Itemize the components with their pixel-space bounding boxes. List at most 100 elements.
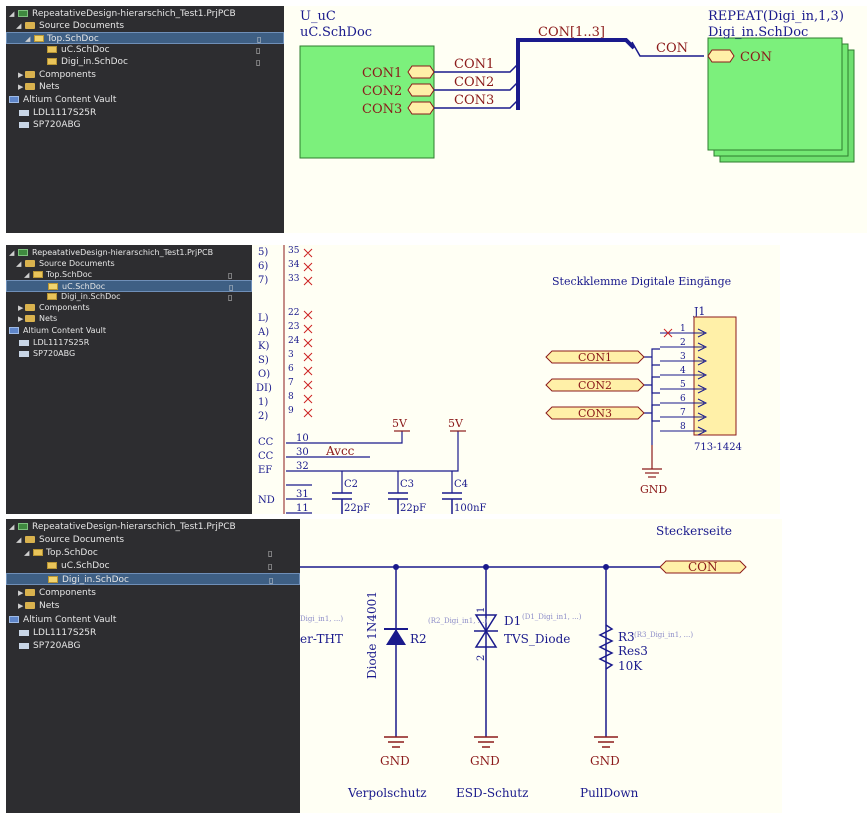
schematic-doc-icon [48, 283, 58, 290]
ground-symbol[interactable] [384, 736, 408, 748]
resistor-r3[interactable] [598, 624, 614, 670]
connector-pin-arrow [697, 356, 708, 366]
digi-sheet-drawing: Steckerseite CON Digi_in1, ...) er-THT [300, 524, 747, 800]
tree-item-vault[interactable]: Altium Content Vault [6, 325, 252, 337]
power-port[interactable]: 5V [392, 417, 410, 432]
tvs-diode-d1[interactable] [474, 614, 498, 648]
schematic-canvas-bottom[interactable]: Steckerseite CON Digi_in1, ...) er-THT [300, 519, 782, 813]
capacitor-labels: C2 C3 C4 22pF 22pF 100nF [344, 479, 487, 514]
capacitor[interactable] [388, 492, 408, 514]
tree-item-source-documents[interactable]: ◢ Source Documents [16, 535, 125, 545]
tree-item-components[interactable]: ▶ Components [18, 588, 96, 598]
tree-item-nets[interactable]: ▶ Nets [18, 82, 60, 92]
capacitor[interactable] [442, 492, 462, 514]
tree-item-digi-schdoc[interactable]: Digi_in.SchDoc ▯ [6, 573, 300, 585]
net-port[interactable]: CON [659, 560, 747, 574]
connector-j1[interactable] [693, 316, 737, 436]
tree-item-top-schdoc[interactable]: ◢ Top.SchDoc ▯ [6, 32, 284, 44]
connector-pin-number: 2 [680, 338, 686, 348]
schematic-canvas-top[interactable]: U_uC uC.SchDoc CON1 CON2 CON3 CON1 [284, 6, 867, 233]
tree-item-uc-schdoc[interactable]: uC.SchDoc ▯ [6, 560, 300, 572]
tree-item-part[interactable]: LDL1117S25R [6, 107, 284, 119]
schematic-doc-icon [48, 576, 58, 583]
net-port-label: CON [688, 560, 718, 574]
tree-item-part[interactable]: LDL1117S25R [6, 337, 252, 349]
tree-item-part[interactable]: SP720ABG [6, 640, 300, 652]
tree-item-digi-schdoc[interactable]: Digi_in.SchDoc ▯ [6, 56, 284, 68]
sheet-symbol-repeat[interactable] [707, 37, 855, 163]
pin-suffix: 5) [258, 247, 268, 258]
sheet-entry[interactable]: CON [707, 49, 772, 65]
bus-line[interactable] [516, 38, 636, 110]
collapse-triangle-icon[interactable]: ◢ [9, 249, 15, 257]
expand-triangle-icon[interactable]: ▶ [18, 304, 24, 312]
collapse-triangle-icon[interactable]: ◢ [16, 22, 22, 30]
sheet-entry-label: CON1 [362, 66, 402, 81]
component-name: TVS_Diode [504, 632, 570, 646]
tree-item-digi-schdoc[interactable]: Digi_in.SchDoc ▯ [6, 291, 252, 303]
tree-item-source-documents[interactable]: ◢ Source Documents [16, 259, 115, 268]
folder-icon [25, 22, 35, 29]
ground-symbol[interactable] [642, 445, 662, 478]
expand-triangle-icon[interactable]: ▶ [18, 589, 24, 597]
expand-triangle-icon[interactable]: ▶ [18, 315, 24, 323]
document-icon: ▯ [256, 58, 261, 67]
tree-item-part[interactable]: LDL1117S25R [6, 627, 300, 639]
tree-item-vault[interactable]: Altium Content Vault [6, 94, 284, 106]
tree-item-top-schdoc[interactable]: ◢ Top.SchDoc ▯ [24, 548, 273, 558]
tree-item-vault[interactable]: Altium Content Vault [6, 614, 300, 626]
tree-item-uc-schdoc[interactable]: uC.SchDoc ▯ [6, 44, 284, 56]
ground-label: GND [380, 754, 410, 768]
tree-item-nets[interactable]: ▶ Nets [18, 601, 60, 611]
collapse-triangle-icon[interactable]: ◢ [16, 536, 22, 544]
tree-item-uc-schdoc[interactable]: uC.SchDoc ▯ [6, 280, 252, 292]
tree-item-project[interactable]: ◢ RepeatativeDesign-hierarschich_Test1.P… [9, 9, 236, 19]
component-hint: (R2_Digi_in1, ...) [428, 617, 487, 625]
tree-item-nets[interactable]: ▶ Nets [18, 314, 58, 323]
ground-symbol[interactable] [594, 736, 618, 748]
part-icon [19, 643, 29, 649]
sheet-entry[interactable]: CON2 [362, 83, 435, 99]
pin-number: 3 [288, 350, 294, 360]
tree-item-project[interactable]: ◢ RepeatativeDesign-hierarschich_Test1.P… [9, 522, 236, 532]
tree-item-project[interactable]: ◢ RepeatativeDesign-hierarschich_Test1.P… [9, 248, 214, 257]
collapse-triangle-icon[interactable]: ◢ [9, 10, 15, 18]
sheet-symbol-filename: uC.SchDoc [300, 25, 372, 40]
net-port[interactable]: CON3 [545, 406, 645, 420]
expand-triangle-icon[interactable]: ▶ [18, 71, 24, 79]
tree-item-components[interactable]: ▶ Components [18, 303, 90, 312]
sheet-symbol-designator: REPEAT(Digi_in,1,3) [708, 9, 844, 24]
collapse-triangle-icon[interactable]: ◢ [24, 271, 30, 279]
sheet-entry[interactable]: CON1 [362, 65, 435, 81]
tree-item-source-documents[interactable]: ◢ Source Documents [16, 21, 125, 31]
folder-icon [25, 602, 35, 609]
pin-suffix: DI) [256, 383, 272, 394]
tree-item-components[interactable]: ▶ Components [18, 70, 96, 80]
folder-icon [25, 304, 35, 311]
schematic-doc-icon [34, 35, 44, 42]
part-icon [19, 340, 29, 346]
pin-number: 2 [476, 655, 487, 661]
collapse-triangle-icon[interactable]: ◢ [9, 523, 15, 531]
tree-item-part[interactable]: SP720ABG [6, 348, 252, 360]
connector-pin-arrow [697, 398, 708, 408]
collapse-triangle-icon[interactable]: ◢ [25, 35, 31, 43]
collapse-triangle-icon[interactable]: ◢ [24, 549, 30, 557]
ground-symbol[interactable] [474, 736, 498, 748]
expand-triangle-icon[interactable]: ▶ [18, 83, 24, 91]
net-label: Avcc [325, 444, 355, 458]
power-port[interactable]: 5V [448, 417, 466, 432]
expand-triangle-icon[interactable]: ▶ [18, 602, 24, 610]
net-port[interactable]: CON2 [545, 378, 645, 392]
collapse-triangle-icon[interactable]: ◢ [16, 260, 22, 268]
tree-item-top-schdoc[interactable]: ◢ Top.SchDoc ▯ [24, 270, 233, 280]
schematic-canvas-middle[interactable]: 5) 6) 7) L) A) K) S) O) DI) 1) 2) 35 34 … [252, 245, 780, 514]
tree-item-part[interactable]: SP720ABG [6, 119, 284, 131]
net-port[interactable]: CON1 [545, 350, 645, 364]
diode-part-label: Diode 1N4001 [365, 591, 379, 679]
schematic-doc-icon [47, 562, 57, 569]
sheet-entry[interactable]: CON3 [362, 101, 435, 117]
diode-r2[interactable] [384, 628, 408, 645]
capacitor[interactable] [332, 492, 352, 514]
